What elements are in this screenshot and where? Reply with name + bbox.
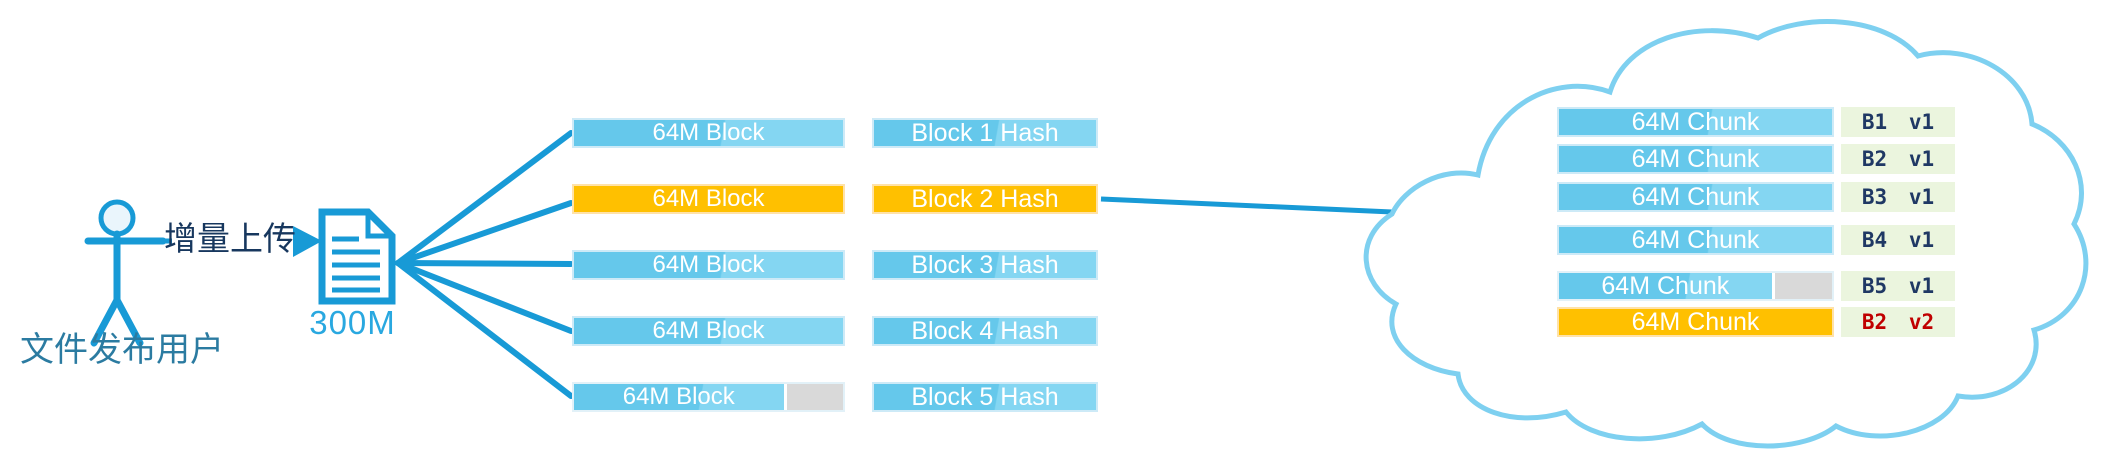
chunk-version-2: B2 v1 <box>1841 144 1955 174</box>
block-bar-2: 64M Block <box>572 184 845 214</box>
chunk-version-5: B5 v1 <box>1841 271 1955 301</box>
chunk-bar-5-filled-part: 64M Chunk <box>1559 273 1772 299</box>
block-bar-5: 64M Block <box>572 382 845 412</box>
chunk-bar-5: 64M Chunk <box>1557 271 1834 301</box>
block-bar-5-filled-part: 64M Block <box>574 384 784 410</box>
block-bar-5-empty-part <box>783 384 843 410</box>
chunk-version-3: B3 v1 <box>1841 182 1955 212</box>
chunk-bar-3: 64M Chunk <box>1557 182 1834 212</box>
chunk-version-6: B2 v2 <box>1841 307 1955 337</box>
block-hash-5: Block 5 Hash <box>872 382 1098 412</box>
actor-label: 文件发布用户 <box>20 332 224 369</box>
block-bar-4: 64M Block <box>572 316 845 346</box>
upload-arrow-icon <box>140 226 322 257</box>
fan-out-lines <box>395 130 574 399</box>
block-bar-3: 64M Block <box>572 250 845 280</box>
chunk-bar-1: 64M Chunk <box>1557 107 1834 137</box>
chunk-version-4: B4 v1 <box>1841 225 1955 255</box>
document-icon <box>318 208 396 305</box>
block-bar-1: 64M Block <box>572 118 845 148</box>
chunk-bar-5-empty-part <box>1771 273 1832 299</box>
chunk-bar-2: 64M Chunk <box>1557 144 1834 174</box>
person-icon <box>84 199 167 347</box>
chunk-bar-4: 64M Chunk <box>1557 225 1834 255</box>
hash-to-cloud-connector-line <box>1100 196 1393 215</box>
upload-label: 增量上传 <box>164 222 296 258</box>
chunk-version-1: B1 v1 <box>1841 107 1955 137</box>
block-hash-1: Block 1 Hash <box>872 118 1098 148</box>
block-hash-2: Block 2 Hash <box>872 184 1098 214</box>
chunk-bar-6: 64M Chunk <box>1557 307 1834 337</box>
file-size-label: 300M <box>309 304 396 341</box>
block-hash-4: Block 4 Hash <box>872 316 1098 346</box>
block-hash-3: Block 3 Hash <box>872 250 1098 280</box>
